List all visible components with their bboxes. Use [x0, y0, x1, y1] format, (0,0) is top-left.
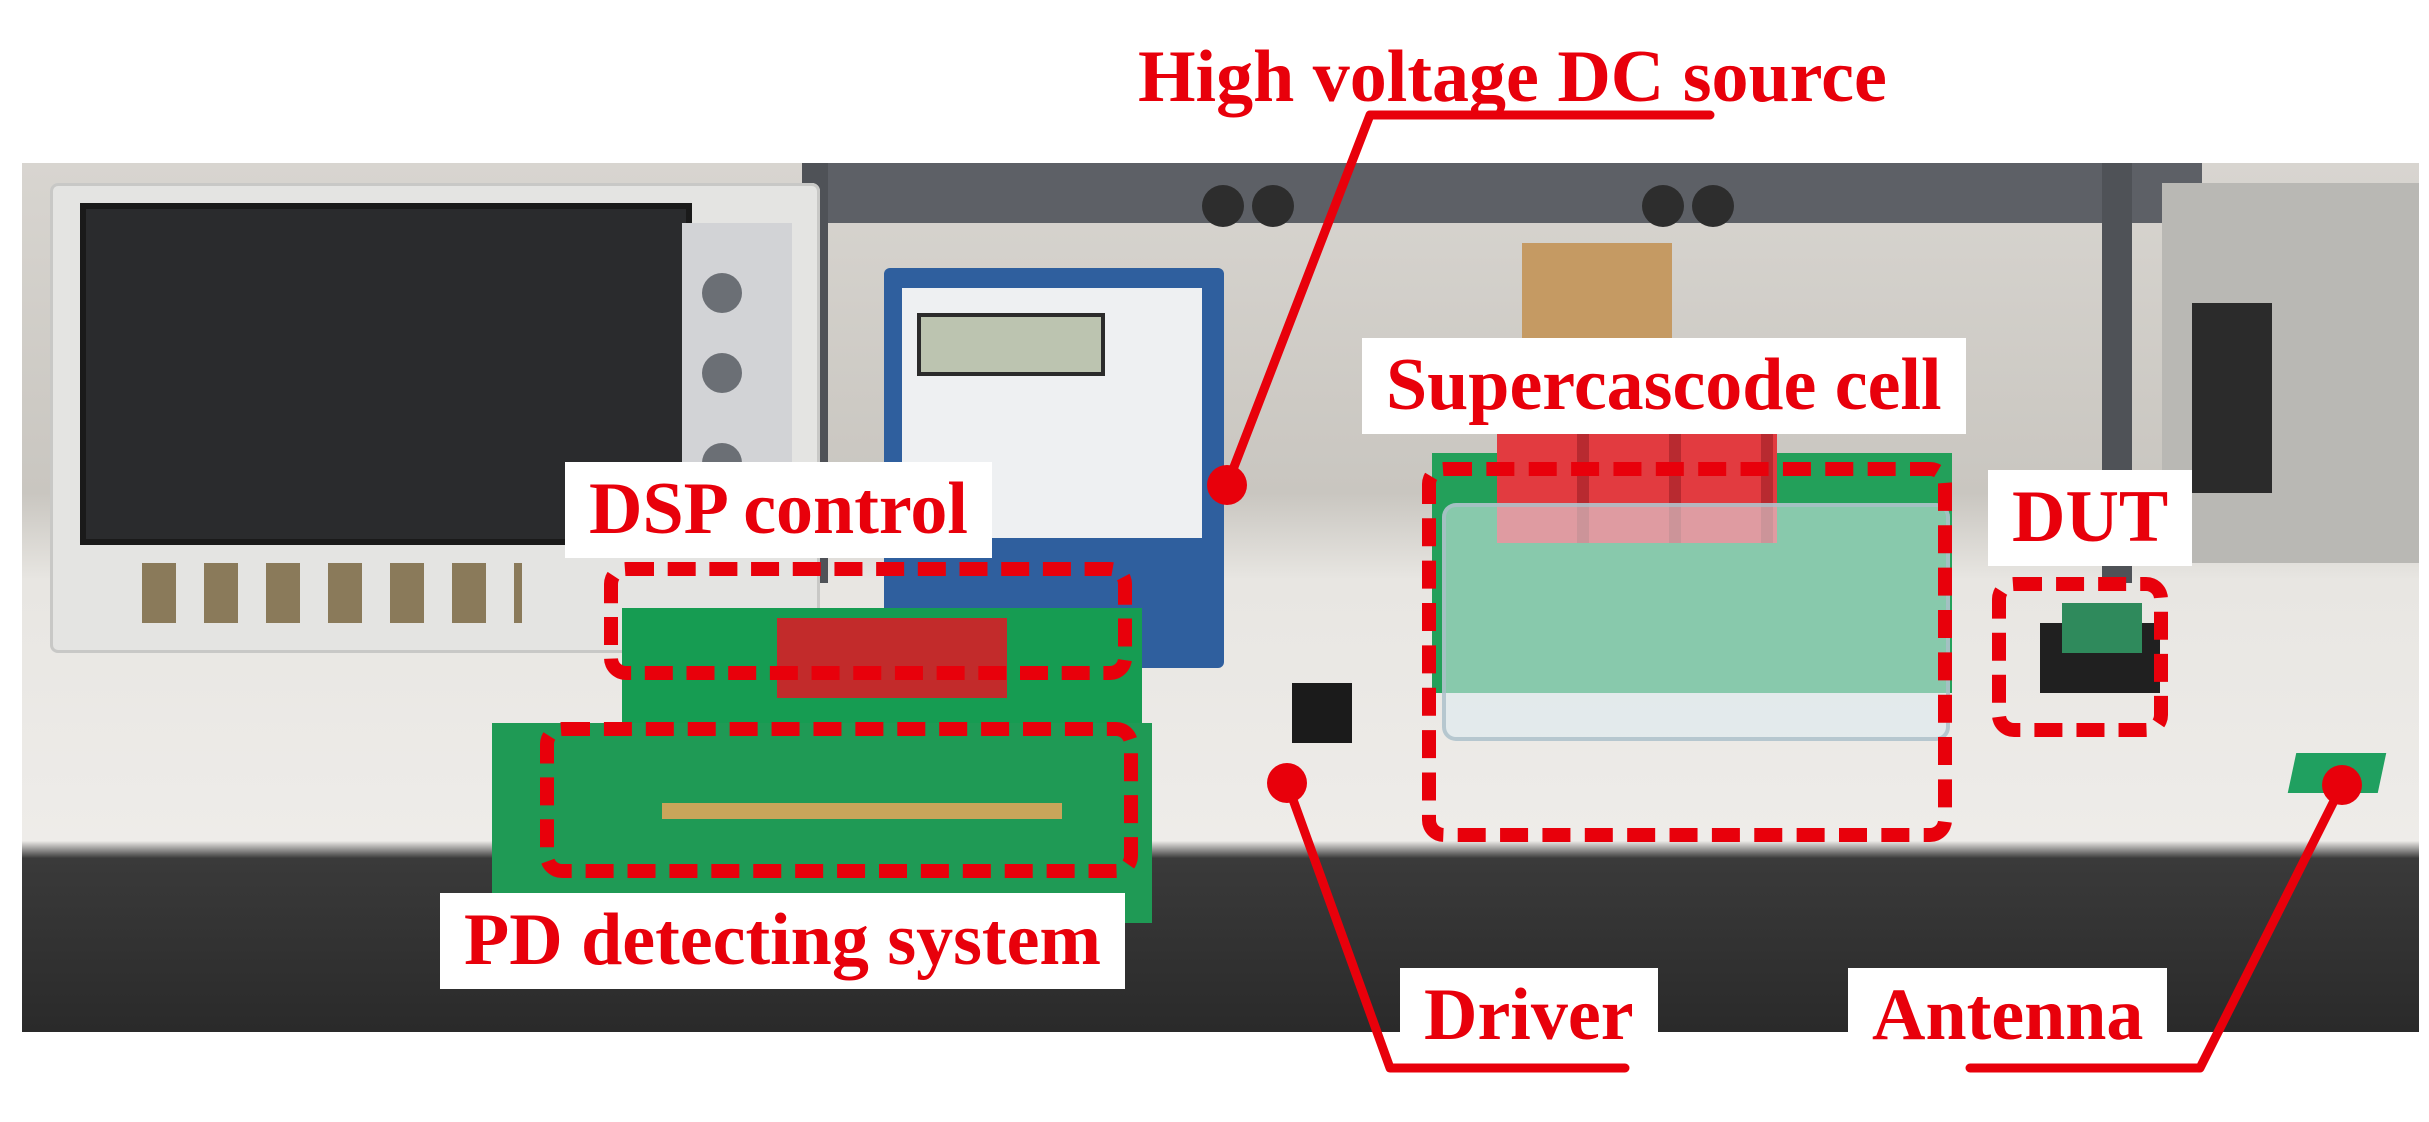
- dut-component: [2062, 603, 2142, 653]
- shelf: [802, 163, 2202, 223]
- antenna-label: Antenna: [1848, 968, 2168, 1064]
- driver-label: Driver: [1400, 968, 1658, 1064]
- dsp-chip: [777, 618, 1007, 698]
- shelf-knob: [1692, 185, 1734, 227]
- driver-dot: [1267, 763, 1307, 803]
- driver-leader: [1282, 778, 1630, 1073]
- pd-board: [492, 723, 1152, 923]
- antenna-leader: [1965, 780, 2347, 1073]
- supercascode-box: [1422, 462, 1952, 842]
- hv-source-leader: [1222, 110, 1715, 490]
- pd-system-box: [540, 722, 1138, 878]
- plastic-container: [1442, 503, 1950, 741]
- hv-source-label: High voltage DC source: [1138, 36, 1887, 118]
- pd-cable: [662, 803, 1062, 819]
- background-pc: [2192, 303, 2272, 493]
- hv-source-dot: [1207, 465, 1247, 505]
- probe-inputs: [142, 563, 522, 623]
- dsp-control-box: [604, 562, 1132, 680]
- pd-system-label: PD detecting system: [440, 893, 1126, 989]
- dut-label: DUT: [1988, 470, 2193, 566]
- dut-box: [1992, 577, 2168, 737]
- antenna-dot: [2322, 765, 2362, 805]
- shelf-knob: [1202, 185, 1244, 227]
- supercascode-label: Supercascode cell: [1362, 338, 1966, 434]
- shelf-knob: [1642, 185, 1684, 227]
- power-supply-display: [917, 313, 1105, 376]
- oscilloscope-knob: [702, 353, 742, 393]
- driver-module: [1292, 683, 1352, 743]
- oscilloscope-knob: [702, 273, 742, 313]
- shelf-knob: [1252, 185, 1294, 227]
- dsp-control-label: DSP control: [565, 462, 992, 558]
